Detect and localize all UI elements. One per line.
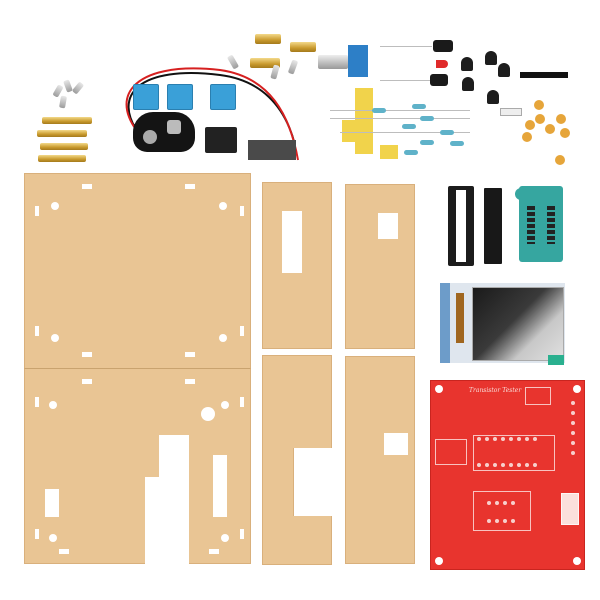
atmega-ic (484, 188, 502, 264)
battery-wire (125, 67, 299, 161)
acrylic-side-panel-3 (262, 355, 334, 565)
red-pcb: Transistor Tester (430, 380, 585, 570)
zif-socket (515, 186, 563, 262)
dc-jack (205, 127, 237, 153)
black-chip (248, 140, 296, 160)
tft-lcd-module (440, 283, 565, 365)
pin-header (520, 72, 568, 78)
acrylic-side-panel-1 (262, 182, 332, 349)
acrylic-side-panel-4 (345, 356, 415, 564)
ic-socket-28pin (448, 186, 474, 266)
9v-battery-clip (133, 112, 195, 152)
acrylic-base-panel-bottom (24, 368, 251, 565)
crystal (500, 108, 522, 116)
red-led (436, 60, 448, 68)
pcb-title-label: Transistor Tester (469, 387, 522, 394)
acrylic-base-panel-top (24, 173, 251, 369)
acrylic-side-panel-2 (345, 184, 415, 349)
